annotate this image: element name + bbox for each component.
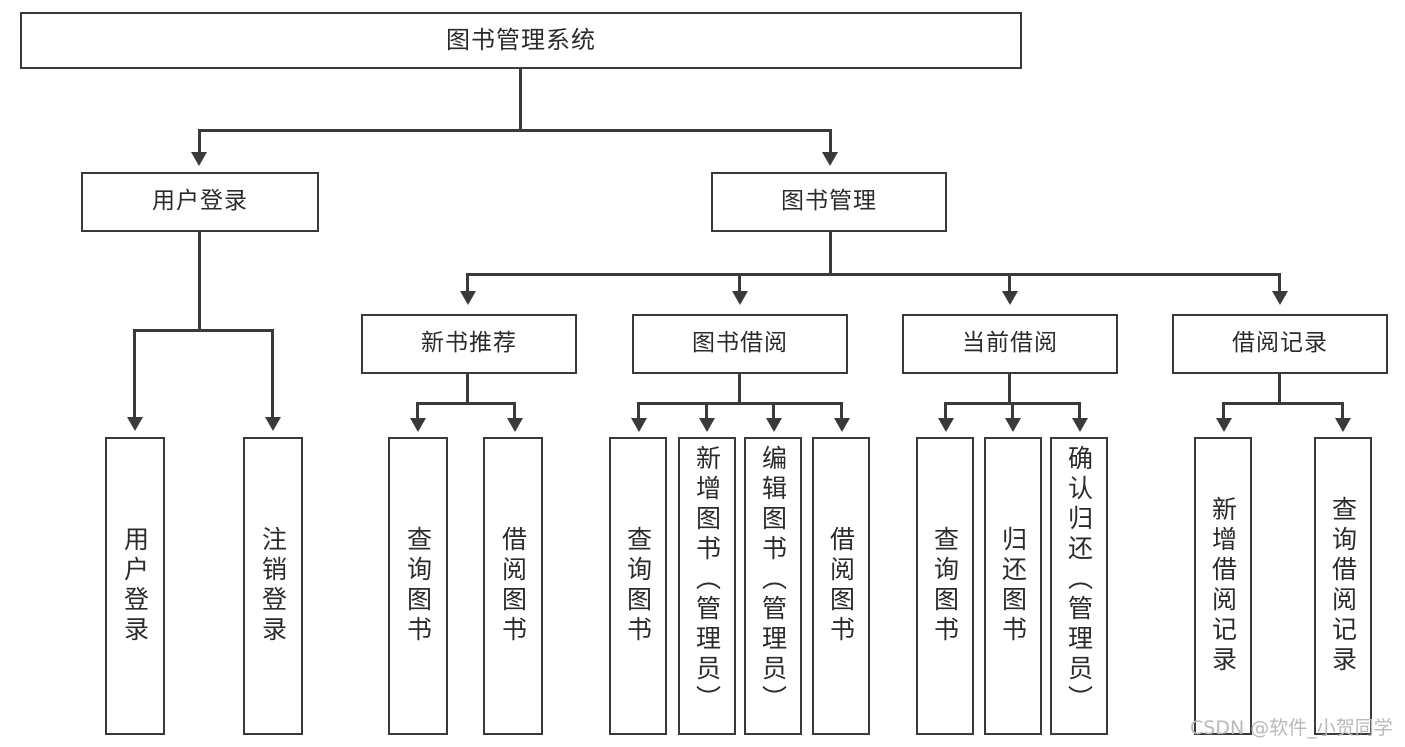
connector-borrow-record-bus [1222,402,1344,405]
connector-root-to-user-login [198,129,201,154]
connector-bb-to-leaf-2 [705,402,708,420]
connector-br-to-leaf-1 [1222,402,1225,420]
arrow-bb-to-leaf-2 [699,418,715,432]
node-book-borrow-label: 图书借阅 [692,330,788,357]
node-leaf-query-book-borrow[interactable]: 查询图书 [609,437,667,735]
node-book-management[interactable]: 图书管理 [711,172,947,232]
arrow-user-login-to-leaf-1 [127,417,143,431]
connector-nb-to-leaf-1 [416,402,419,420]
node-book-management-label: 图书管理 [781,188,877,215]
connector-root-to-book-management [829,129,832,154]
connector-cb-to-leaf-1 [944,402,947,420]
node-leaf-user-login-label: 用户登录 [120,526,150,646]
node-leaf-edit-book-admin[interactable]: 编辑图书（管理员） [744,437,802,735]
connector-br-to-leaf-2 [1341,402,1344,420]
connector-book-management-trunk [829,232,832,275]
node-leaf-confirm-return-admin[interactable]: 确认归还（管理员） [1050,437,1108,735]
node-new-book-recommend[interactable]: 新书推荐 [361,314,577,374]
connector-bb-to-leaf-3 [772,402,775,420]
connector-bm-to-borrow-record [1278,273,1281,293]
node-root-label: 图书管理系统 [446,26,596,55]
arrow-cb-to-leaf-2 [1005,418,1021,432]
connector-user-login-to-leaf-2 [271,329,274,419]
connector-root-trunk [519,69,522,131]
connector-root-bus [198,129,832,132]
node-leaf-add-borrow-record[interactable]: 新增借阅记录 [1194,437,1252,735]
connector-bm-to-new-book [466,273,469,293]
node-leaf-user-login[interactable]: 用户登录 [105,437,165,735]
arrow-bb-to-leaf-3 [766,418,782,432]
node-leaf-borrow-book-recommend-label: 借阅图书 [498,526,528,646]
connector-cb-to-leaf-3 [1078,402,1081,420]
node-leaf-add-book-admin-label: 新增图书（管理员） [692,445,722,715]
watermark-text: CSDN @软件_小贺同学 [1190,717,1393,739]
arrow-bm-to-borrow-record [1272,291,1288,305]
node-user-login[interactable]: 用户登录 [81,172,319,232]
arrow-user-login-to-leaf-2 [265,417,281,431]
node-current-borrow-label: 当前借阅 [962,330,1058,357]
connector-user-login-trunk [198,232,201,332]
node-leaf-query-book-borrow-label: 查询图书 [623,526,653,646]
arrow-root-to-user-login [191,152,207,166]
node-leaf-add-borrow-record-label: 新增借阅记录 [1208,496,1238,676]
arrow-bm-to-new-book [460,291,476,305]
connector-user-login-to-leaf-1 [133,329,136,419]
node-leaf-query-book-current[interactable]: 查询图书 [916,437,974,735]
arrow-cb-to-leaf-3 [1072,418,1088,432]
node-leaf-query-book-recommend[interactable]: 查询图书 [388,437,448,735]
arrow-bb-to-leaf-4 [834,418,850,432]
connector-borrow-record-trunk [1278,374,1281,404]
node-current-borrow[interactable]: 当前借阅 [902,314,1118,374]
node-user-login-label: 用户登录 [152,188,248,215]
node-leaf-return-book-label: 归还图书 [998,526,1028,646]
arrow-root-to-book-management [822,152,838,166]
connector-nb-to-leaf-2 [513,402,516,420]
connector-bb-to-leaf-1 [637,402,640,420]
arrow-nb-to-leaf-2 [507,418,523,432]
connector-book-borrow-bus [637,402,843,405]
node-leaf-query-book-current-label: 查询图书 [930,526,960,646]
node-leaf-borrow-book[interactable]: 借阅图书 [812,437,870,735]
node-leaf-logout[interactable]: 注销登录 [243,437,303,735]
connector-new-book-bus [416,402,516,405]
node-leaf-edit-book-admin-label: 编辑图书（管理员） [758,445,788,715]
node-leaf-borrow-book-recommend[interactable]: 借阅图书 [483,437,543,735]
arrow-bm-to-current-borrow [1002,291,1018,305]
connector-cb-to-leaf-2 [1011,402,1014,420]
node-borrow-record-label: 借阅记录 [1232,330,1328,357]
connector-new-book-trunk [466,374,469,404]
node-leaf-query-borrow-record[interactable]: 查询借阅记录 [1314,437,1372,735]
arrow-br-to-leaf-1 [1216,418,1232,432]
node-root[interactable]: 图书管理系统 [20,12,1022,69]
arrow-nb-to-leaf-1 [410,418,426,432]
connector-book-management-bus [466,273,1280,276]
arrow-br-to-leaf-2 [1335,418,1351,432]
connector-current-borrow-trunk [1008,374,1011,404]
arrow-cb-to-leaf-1 [938,418,954,432]
node-leaf-logout-label: 注销登录 [258,526,288,646]
connector-user-login-bus [133,329,272,332]
node-borrow-record[interactable]: 借阅记录 [1172,314,1388,374]
node-leaf-confirm-return-admin-label: 确认归还（管理员） [1064,445,1094,715]
connector-bm-to-book-borrow [738,273,741,293]
node-leaf-borrow-book-label: 借阅图书 [826,526,856,646]
node-leaf-add-book-admin[interactable]: 新增图书（管理员） [678,437,736,735]
node-new-book-recommend-label: 新书推荐 [421,330,517,357]
connector-bb-to-leaf-4 [840,402,843,420]
connector-book-borrow-trunk [738,374,741,404]
node-leaf-query-borrow-record-label: 查询借阅记录 [1328,496,1358,676]
arrow-bm-to-book-borrow [732,291,748,305]
arrow-bb-to-leaf-1 [631,418,647,432]
node-leaf-return-book[interactable]: 归还图书 [984,437,1042,735]
node-book-borrow[interactable]: 图书借阅 [632,314,848,374]
connector-bm-to-current-borrow [1008,273,1011,293]
node-leaf-query-book-recommend-label: 查询图书 [403,526,433,646]
